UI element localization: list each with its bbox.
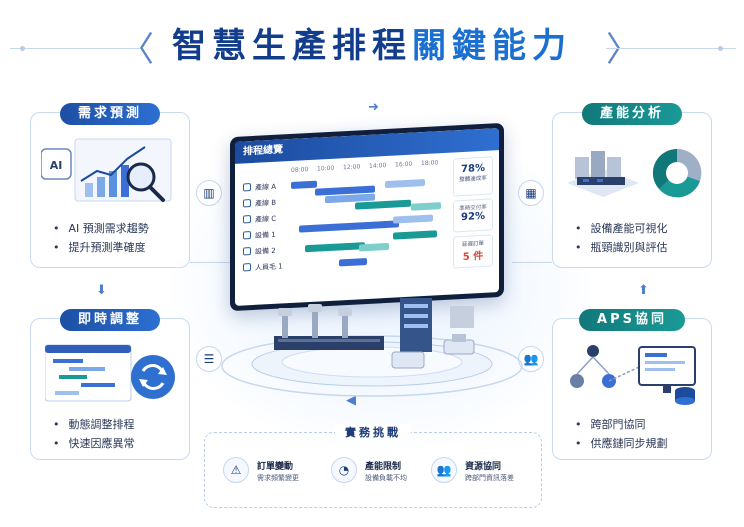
row-label: 產線 A bbox=[243, 182, 276, 194]
challenge-title: 訂單變動 bbox=[257, 462, 294, 472]
card-demand-bullets: AI 預測需求趨勢 提升預測準確度 bbox=[53, 219, 149, 257]
ai-chip-label: AI bbox=[50, 159, 63, 172]
challenges-title: 實務挑戰 bbox=[335, 424, 411, 440]
gauge-icon: ◔ bbox=[331, 457, 357, 483]
gantt-bar bbox=[339, 258, 367, 267]
gantt-bar bbox=[355, 199, 411, 210]
gantt-bar bbox=[359, 242, 389, 252]
gantt-bar bbox=[393, 230, 437, 240]
row-label: 產線 C bbox=[243, 214, 276, 226]
gantt-bar bbox=[385, 178, 425, 189]
bar-chart-icon: ▥ bbox=[196, 180, 222, 206]
bullet-item: 跨部門協同 bbox=[575, 415, 668, 434]
row-label: 人員毛 1 bbox=[243, 261, 283, 273]
challenges-panel: 實務挑戰 ⚠ 訂單變動 需求頻繁變更 ◔ 產能限制 設備負載不均 👥 資源協同 … bbox=[204, 424, 542, 508]
forecast-chart-illustration: AI bbox=[41, 138, 172, 202]
deco-dot bbox=[718, 46, 723, 51]
realtime-schedule-illustration bbox=[45, 344, 175, 402]
bullet-item: 設備產能可視化 bbox=[575, 219, 668, 238]
arrow-right-icon: ➜ bbox=[368, 100, 379, 115]
aps-network-illustration bbox=[570, 345, 696, 405]
bullet-item: 瓶頸識別與評估 bbox=[575, 238, 668, 257]
card-demand-title: 需求預測 bbox=[59, 103, 161, 125]
bullet-item: AI 預測需求趨勢 bbox=[53, 219, 149, 238]
challenge-sub: 需求頻繁變更 bbox=[257, 474, 299, 482]
deco-dot bbox=[20, 46, 25, 51]
title-deco-line-right bbox=[606, 48, 736, 49]
title-part1: 智慧生產排程 bbox=[172, 26, 412, 66]
trend-chart-icon: ▦ bbox=[518, 180, 544, 206]
time-label: 10:00 bbox=[317, 164, 335, 173]
dashboard-screen: 排程總覽 08:00 10:00 12:00 14:00 16:00 18:00… bbox=[235, 128, 499, 306]
title-bracket-right: 〉 bbox=[606, 30, 640, 70]
bullet-item: 快速因應異常 bbox=[53, 434, 135, 453]
kpi-value: 92% bbox=[461, 210, 485, 224]
time-label: 08:00 bbox=[291, 166, 309, 174]
bullet-item: 供應鏈同步規劃 bbox=[575, 434, 668, 453]
factory-platform-illustration bbox=[221, 298, 523, 397]
card-realtime-adjust: 即時調整 動態調整排程 快速因應異常 bbox=[30, 309, 190, 460]
card-capacity-analysis: 產能分析 設備產能可視化 瓶頸識別與評估 bbox=[552, 103, 712, 268]
gantt-bar bbox=[393, 214, 433, 224]
gantt-bar bbox=[291, 180, 317, 189]
row-label: 設備 1 bbox=[243, 230, 276, 242]
time-label: 18:00 bbox=[421, 159, 439, 168]
card-capacity-title: 產能分析 bbox=[581, 103, 683, 125]
title-part2: 關鍵能力 bbox=[412, 26, 572, 66]
card-aps-title: APS協同 bbox=[579, 309, 685, 331]
dashboard-monitor: 排程總覽 08:00 10:00 12:00 14:00 16:00 18:00… bbox=[230, 122, 504, 312]
card-aps-collab: APS協同 跨部門協同 供應鏈同步規劃 bbox=[552, 309, 712, 460]
title-deco-line-left bbox=[10, 48, 140, 49]
kpi-value: 5 件 bbox=[462, 250, 484, 263]
time-label: 12:00 bbox=[343, 163, 361, 172]
gantt-bar bbox=[305, 242, 365, 253]
capacity-illustration bbox=[567, 148, 702, 198]
kpi-achievement: 78% 整體達成率 bbox=[453, 156, 493, 197]
document-warning-icon: ⚠ bbox=[223, 457, 249, 483]
challenge-sub: 跨部門資訊落差 bbox=[465, 474, 514, 482]
arrow-up-icon: ⬆ bbox=[638, 283, 649, 298]
kpi-label: 整體達成率 bbox=[459, 175, 487, 184]
connector-line bbox=[190, 262, 230, 263]
challenge-sub: 設備負載不均 bbox=[365, 474, 407, 482]
bullet-item: 動態調整排程 bbox=[53, 415, 135, 434]
time-label: 14:00 bbox=[369, 161, 387, 170]
bullet-item: 提升預測準確度 bbox=[53, 238, 149, 257]
time-label: 16:00 bbox=[395, 160, 413, 169]
row-label: 產線 B bbox=[243, 198, 276, 210]
card-capacity-bullets: 設備產能可視化 瓶頸識別與評估 bbox=[575, 219, 668, 257]
card-demand-forecast: 需求預測 AI AI 預測需求趨勢 提升預測準確度 bbox=[30, 103, 190, 268]
people-network-icon: 👥 bbox=[431, 457, 457, 483]
connector-line bbox=[512, 262, 552, 263]
kpi-ontime: 準時交付率 92% bbox=[453, 198, 493, 233]
card-aps-bullets: 跨部門協同 供應鏈同步規劃 bbox=[575, 415, 668, 453]
title-bracket-left: 〈 bbox=[120, 30, 154, 70]
arrow-left-icon: ◀ bbox=[346, 393, 356, 408]
page-title: 智慧生產排程關鍵能力 bbox=[0, 18, 744, 67]
gantt-bar bbox=[411, 202, 441, 211]
gantt-bar bbox=[299, 220, 399, 233]
challenge-title: 資源協同 bbox=[465, 462, 502, 472]
card-realtime-bullets: 動態調整排程 快速因應異常 bbox=[53, 415, 135, 453]
sliders-icon: ☰ bbox=[196, 346, 222, 372]
card-realtime-title: 即時調整 bbox=[59, 309, 161, 331]
kpi-delayed: 延遲訂單 5 件 bbox=[453, 234, 493, 269]
row-label: 設備 2 bbox=[243, 246, 276, 258]
challenge-title: 產能限制 bbox=[365, 462, 402, 472]
arrow-down-icon: ⬇ bbox=[96, 283, 107, 298]
